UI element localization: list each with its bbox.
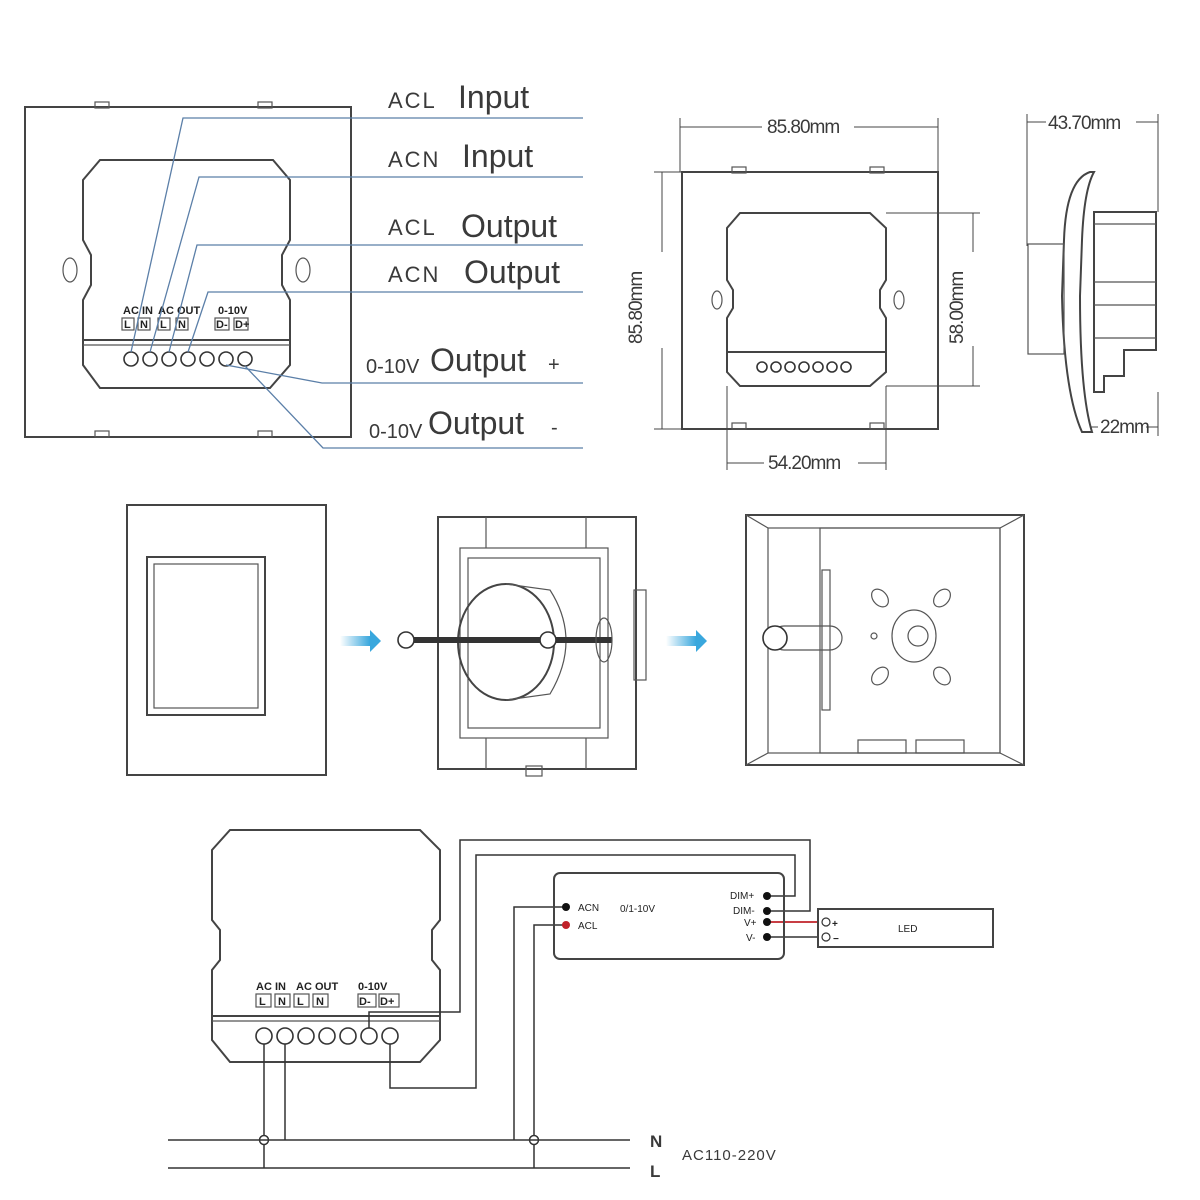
install-frame-panel: [126, 504, 327, 776]
wiring-terminal-strip: L N L N D- D+: [255, 993, 400, 1008]
wiring-screw-holes: [255, 1027, 399, 1045]
svg-text:L: L: [297, 996, 304, 1008]
svg-text:D-: D-: [359, 996, 371, 1008]
side-view: 43.70mm 22mm: [1026, 110, 1159, 438]
led-plus-label: +: [832, 919, 838, 930]
inner-width-label: 54.20mm: [768, 453, 840, 474]
install-back-box: [745, 514, 1025, 766]
front-height-label: 85.80mm: [626, 272, 647, 344]
callout-2-label: Input: [462, 138, 533, 174]
wiring-ac-out-label: AC OUT: [296, 981, 338, 993]
wiring-led: + − LED: [817, 908, 994, 948]
callout-5-prefix: 0-10V: [366, 356, 420, 378]
callout-4-label: Output: [464, 254, 560, 290]
back-view: AC IN AC OUT 0-10V L N L N D- D+: [24, 79, 583, 449]
driver-type-label: 0/1-10V: [620, 904, 655, 915]
callout-labels: ACL Input ACN Input ACL Output ACN Outpu…: [366, 79, 560, 443]
front-width-label: 85.80mm: [767, 117, 839, 138]
callout-3-prefix: ACL: [388, 215, 437, 240]
svg-text:D+: D+: [235, 319, 249, 331]
callout-5-sign: +: [548, 354, 560, 376]
wiring-dimmer: AC IN AC OUT 0-10V L N L N D- D+: [211, 829, 441, 1063]
back-screw-holes: [123, 351, 253, 367]
supply-voltage-label: AC110-220V: [682, 1147, 777, 1164]
svg-text:D-: D-: [216, 319, 228, 331]
back-ac-in-label: AC IN: [123, 305, 153, 317]
callout-4-prefix: ACN: [388, 262, 440, 287]
callout-lines: [130, 117, 583, 449]
inner-height-label: 58.00mm: [947, 272, 968, 344]
callout-1-prefix: ACL: [388, 88, 437, 113]
driver-v-plus-label: V+: [744, 918, 757, 929]
svg-text:N: N: [316, 996, 324, 1008]
driver-dim-plus-label: DIM+: [730, 891, 754, 902]
driver-dim-minus-label: DIM-: [733, 906, 755, 917]
callout-6-sign: -: [551, 417, 558, 439]
svg-text:N: N: [140, 319, 148, 331]
led-minus-label: −: [833, 934, 839, 945]
install-arrow-1: [340, 630, 381, 652]
wiring-driver: ACN ACL 0/1-10V DIM+ DIM- V+ V-: [553, 872, 785, 960]
driver-acn-label: ACN: [578, 903, 599, 914]
line-label: L: [650, 1162, 660, 1181]
wiring-dim-label: 0-10V: [358, 981, 388, 993]
svg-text:L: L: [259, 996, 266, 1008]
driver-acl-label: ACL: [578, 921, 598, 932]
driver-v-minus-label: V-: [746, 933, 755, 944]
back-terminal-strip: L N L N D- D+: [121, 317, 249, 331]
callout-6-label: Output: [428, 405, 524, 441]
callout-6-prefix: 0-10V: [369, 421, 423, 443]
install-arrow-2: [666, 630, 707, 652]
neutral-label: N: [650, 1132, 662, 1151]
front-view-dimensions: 85.80mm 85.80mm 58.00mm 54.20mm: [626, 114, 986, 474]
svg-text:N: N: [278, 996, 286, 1008]
callout-1-label: Input: [458, 79, 529, 115]
led-label: LED: [898, 924, 917, 935]
svg-text:L: L: [124, 319, 131, 331]
wiring-ac-in-label: AC IN: [256, 981, 286, 993]
svg-text:N: N: [178, 319, 186, 331]
callout-5-label: Output: [430, 342, 526, 378]
side-small-label: 22mm: [1100, 417, 1149, 438]
wiring-supply: N L AC110-220V: [650, 1132, 777, 1181]
front-terminal-holes: [756, 361, 852, 373]
svg-text:L: L: [160, 319, 167, 331]
side-depth-label: 43.70mm: [1048, 113, 1120, 134]
install-dimmer-module: [397, 516, 647, 777]
svg-text:D+: D+: [380, 996, 394, 1008]
callout-3-label: Output: [461, 208, 557, 244]
back-dim-label: 0-10V: [218, 305, 248, 317]
callout-2-prefix: ACN: [388, 147, 440, 172]
wiring-connections: [168, 839, 818, 1169]
